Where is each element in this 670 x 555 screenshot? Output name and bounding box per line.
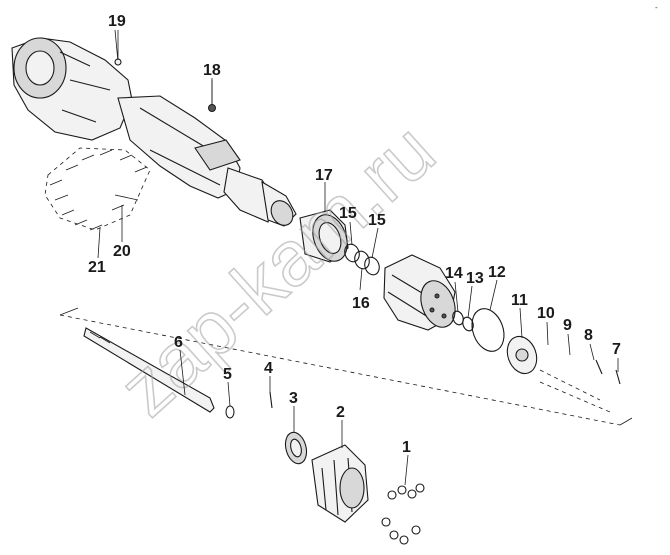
part-number-1: 1 <box>402 439 411 456</box>
brake-bolt-ring <box>44 147 151 231</box>
corner-mark: - <box>655 3 658 12</box>
center-axis-line <box>59 314 621 426</box>
part-number-15-left: 15 <box>339 205 357 222</box>
seal-rings <box>344 243 380 276</box>
hub-carrier <box>311 444 369 523</box>
bearing <box>284 431 308 465</box>
axle-housing <box>11 37 297 227</box>
part-number-16: 16 <box>352 295 370 312</box>
shaft-circlip-spacer <box>225 391 273 419</box>
leader-lines <box>97 30 619 486</box>
part-number-21: 21 <box>88 259 106 276</box>
part-number-14: 14 <box>445 265 463 282</box>
part-number-8: 8 <box>584 327 593 344</box>
part-number-6: 6 <box>174 334 183 351</box>
part-number-20: 20 <box>113 243 131 260</box>
part-number-4: 4 <box>264 360 273 377</box>
part-number-5: 5 <box>223 366 232 383</box>
part-number-3: 3 <box>289 390 298 407</box>
part-number-7: 7 <box>612 341 621 358</box>
part-number-12: 12 <box>488 264 506 281</box>
part-number-13: 13 <box>466 270 484 287</box>
hub-cover <box>506 335 621 413</box>
part-number-2: 2 <box>336 404 345 421</box>
part-number-19: 19 <box>108 13 126 30</box>
part-number-10: 10 <box>537 305 555 322</box>
hub-gasket-washers <box>452 308 505 352</box>
wheel-hub <box>383 254 456 331</box>
part-number-labels: 19 18 17 15 15 16 14 13 12 11 10 9 8 7 2… <box>88 13 621 456</box>
part-number-17: 17 <box>315 167 333 184</box>
axle-shaft <box>83 327 215 413</box>
part-number-15-right: 15 <box>368 212 386 229</box>
wheel-nuts <box>381 483 425 545</box>
part-number-18: 18 <box>203 62 221 79</box>
part-number-11: 11 <box>511 292 528 309</box>
brake-drum <box>299 209 349 263</box>
part-number-9: 9 <box>563 317 572 334</box>
